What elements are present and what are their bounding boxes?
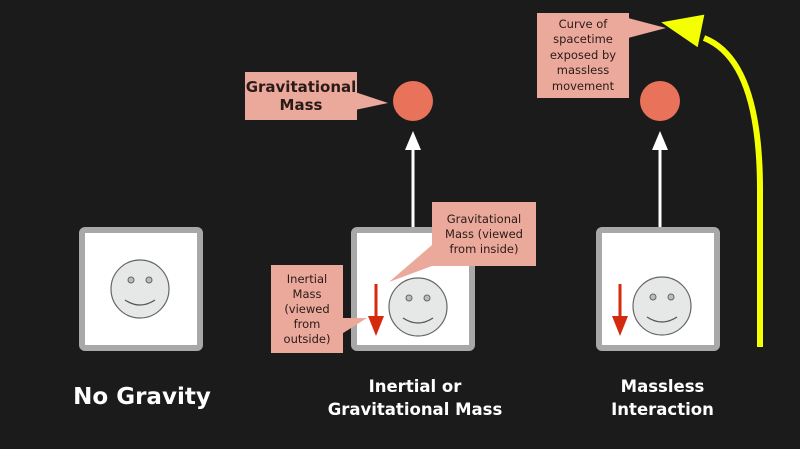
- callout-gravitational-mass: Gravitational Mass: [245, 72, 357, 120]
- callout-gravitational-inside: Gravitational Mass (viewed from inside): [432, 202, 536, 266]
- smiley-face-icon: [110, 259, 170, 319]
- smiley-face-icon: [632, 276, 692, 336]
- red-down-arrow-icon: [368, 284, 384, 336]
- frame-massless: [596, 227, 720, 351]
- white-up-arrow-3: [652, 131, 668, 228]
- frame-no-gravity: [79, 227, 203, 351]
- caption-massless: Massless Interaction: [611, 377, 714, 419]
- callout-curve-spacetime: Curve of spacetime exposed by massless m…: [537, 13, 629, 98]
- callout-tail: [355, 92, 388, 110]
- caption-no-gravity: No Gravity: [73, 384, 211, 410]
- mass-ball-2: [393, 81, 433, 121]
- yellow-curve-arrow: [658, 13, 765, 347]
- red-down-arrow-icon: [612, 284, 628, 336]
- callout-tail: [628, 18, 666, 38]
- callout-inertial-outside: Inertial Mass (viewed from outside): [271, 265, 343, 353]
- caption-inertial-gravitational: Inertial or Gravitational Mass: [327, 377, 503, 419]
- callout-tail: [340, 318, 367, 335]
- smiley-face-icon: [388, 277, 448, 337]
- mass-ball-3: [640, 81, 680, 121]
- white-up-arrow-2: [405, 131, 421, 228]
